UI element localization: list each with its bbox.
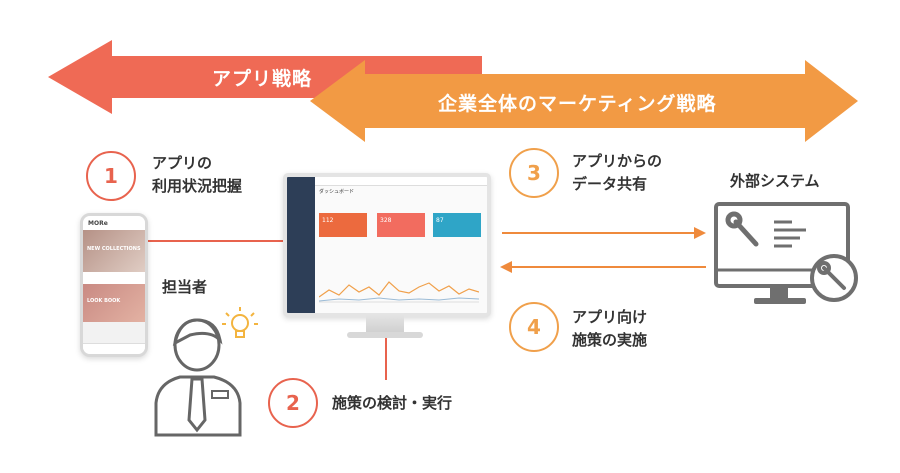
step-1-label: アプリの利用状況把握 <box>152 154 243 195</box>
gear-wrench-icon <box>817 261 846 290</box>
flow-arrow-right <box>502 232 698 234</box>
dashboard-line-chart <box>319 281 479 303</box>
kpi-card-orange: 112 <box>319 213 367 237</box>
monitor: ダッシュボード 112 328 87 <box>283 173 491 317</box>
person-icon <box>154 318 242 437</box>
phone-to-monitor-line <box>145 240 285 242</box>
phone-brand-logo: MORe <box>88 219 108 227</box>
company-strategy-label: 企業全体のマーケティング戦略 <box>438 93 717 115</box>
phone-banner-1: NEW COLLECTIONS <box>83 230 145 272</box>
step-4-label: アプリ向け施策の実施 <box>572 308 648 349</box>
step-3-badge: 3 <box>509 148 559 198</box>
smartphone: MORe NEW COLLECTIONS LOOK BOOK <box>80 213 148 357</box>
monitor-base <box>347 332 423 338</box>
phone-divider-text <box>83 276 145 284</box>
app-strategy-label: アプリ戦略 <box>212 68 313 90</box>
arrowhead-left-icon <box>500 261 512 273</box>
dashboard-title: ダッシュボード <box>319 189 355 195</box>
kpi-card-blue: 87 <box>433 213 481 237</box>
external-system-monitor-icon <box>714 202 858 304</box>
step-2-label: 施策の検討・実行 <box>332 394 453 412</box>
step-2-badge: 2 <box>268 378 318 428</box>
monitor-to-step2-line <box>385 338 387 380</box>
step-1-badge: 1 <box>86 151 136 201</box>
kpi-card-salmon: 328 <box>377 213 425 237</box>
lightbulb-icon <box>222 307 258 338</box>
phone-banner-2: LOOK BOOK <box>83 284 145 322</box>
arrowhead-right-icon <box>694 227 706 239</box>
step-3-label: アプリからのデータ共有 <box>572 152 663 193</box>
flow-arrow-left <box>510 266 706 268</box>
company-strategy-arrow <box>310 60 858 142</box>
monitor-neck <box>366 313 404 333</box>
dashboard-sidebar <box>287 177 315 313</box>
phone-tabbar <box>83 343 145 354</box>
step-4-badge: 4 <box>509 302 559 352</box>
wrench-icon <box>725 211 759 247</box>
dashboard-topbar <box>315 177 487 186</box>
app-strategy-arrow <box>48 40 858 142</box>
phone-header: MORe <box>83 216 145 230</box>
external-system-label: 外部システム <box>730 172 820 190</box>
person-label: 担当者 <box>162 278 208 296</box>
